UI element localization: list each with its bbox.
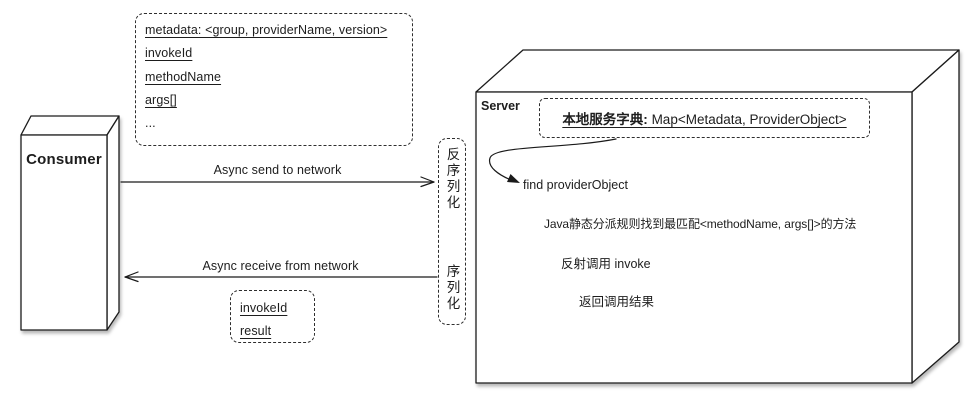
step-reflect-invoke: 反射调用 invoke xyxy=(561,257,651,271)
receive-arrow xyxy=(124,271,438,283)
request-line-args: args[] xyxy=(145,92,177,107)
response-message-box: invokeId result xyxy=(230,290,315,343)
find-arrow xyxy=(488,138,617,183)
send-arrow-label: Async send to network xyxy=(213,163,342,177)
request-line-ellipsis: ... xyxy=(145,116,156,131)
server-label: Server xyxy=(481,99,520,113)
request-line-methodname: methodName xyxy=(145,69,222,84)
service-dictionary-title: 本地服务字典: xyxy=(562,112,648,127)
step-java-dispatch: Java静态分派规则找到最匹配<methodName, args[]>的方法 xyxy=(544,217,857,231)
request-message-box: metadata: <group, providerName, version>… xyxy=(135,13,413,146)
step-find-provider: find providerObject xyxy=(523,178,628,192)
consumer-box xyxy=(20,115,120,331)
request-line-invokeid: invokeId xyxy=(145,46,193,61)
server-box xyxy=(475,49,960,384)
service-dictionary-type: Map<Metadata, ProviderObject> xyxy=(647,112,847,127)
deserialize-label: 反序列化 xyxy=(444,147,460,211)
response-line-invokeid: invokeId xyxy=(240,301,288,315)
step-return-result: 返回调用结果 xyxy=(579,295,655,309)
request-line-metadata: metadata: <group, providerName, version> xyxy=(145,23,388,37)
receive-arrow-label: Async receive from network xyxy=(202,259,359,273)
consumer-label: Consumer xyxy=(26,151,102,168)
codec-box xyxy=(438,138,466,325)
service-dictionary-text: 本地服务字典: Map<Metadata, ProviderObject> xyxy=(562,108,846,128)
response-line-result: result xyxy=(240,324,272,339)
send-arrow xyxy=(120,176,435,188)
serialize-label: 序列化 xyxy=(444,264,460,312)
service-dictionary-box: 本地服务字典: Map<Metadata, ProviderObject> xyxy=(539,98,870,138)
